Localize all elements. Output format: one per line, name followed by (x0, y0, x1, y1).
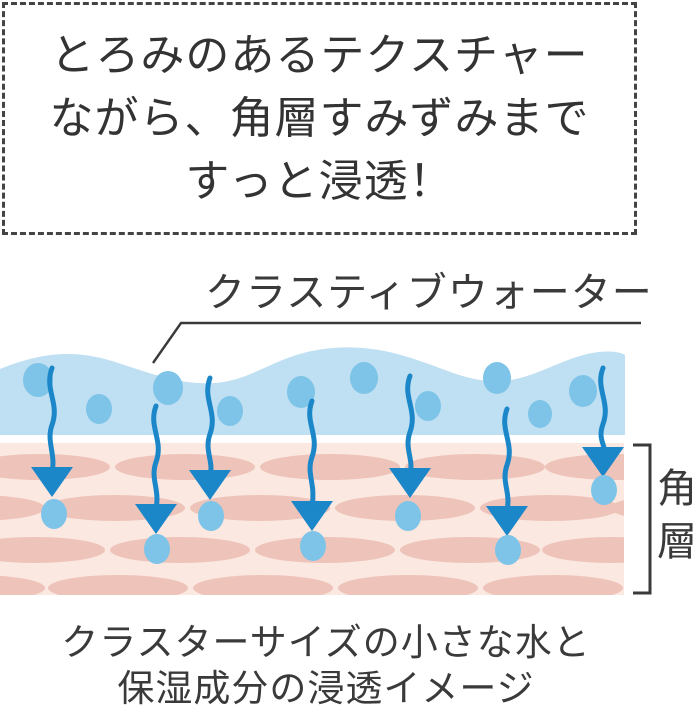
callout-box: とろみのあるテクスチャー ながら、角層すみずみまで すっと浸透！ (2, 2, 637, 235)
callout-line-2: ながら、角層すみずみまで (49, 94, 590, 143)
skin-penetration-diagram (0, 345, 699, 610)
water-clusters (23, 362, 597, 428)
bracket-label-char-1: 角 (657, 467, 697, 511)
stratum-corneum-bracket (633, 443, 652, 595)
caption-line-1: クラスターサイズの小さな水と (61, 622, 591, 663)
penetration-arrows (47, 365, 608, 513)
caption: クラスターサイズの小さな水と 保湿成分の浸透イメージ (0, 620, 652, 712)
bracket-label-char-2: 層 (657, 520, 697, 564)
bracket-label: 角 層 (657, 463, 699, 569)
callout-line-3: すっと浸透！ (185, 157, 454, 206)
skin-layer (0, 443, 624, 595)
water-label: クラスティブウォーター (205, 271, 653, 315)
arrow-heads (31, 447, 624, 536)
leader-line (152, 321, 641, 364)
caption-line-2: 保湿成分の浸透イメージ (117, 668, 535, 709)
callout-line-1: とろみのあるテクスチャー (50, 31, 589, 80)
penetrated-droplets (41, 475, 617, 565)
